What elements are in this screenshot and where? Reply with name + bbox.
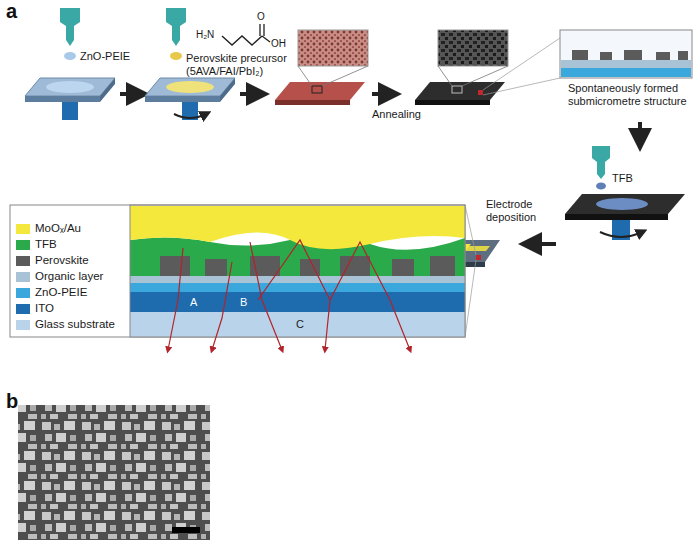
chem-atom: H₂N — [196, 29, 214, 41]
legend-swatch — [16, 320, 30, 330]
chem-atom: OH — [271, 38, 286, 50]
ray-letter: A — [190, 296, 197, 309]
ray-letter: B — [240, 296, 247, 309]
legend-text: ITO — [35, 302, 54, 315]
legend-swatch — [16, 240, 30, 250]
ray-letter: C — [296, 318, 304, 331]
legend-text: MoOₓ/Au — [35, 222, 81, 235]
legend-swatch — [16, 304, 30, 314]
material-label: TFB — [612, 172, 633, 185]
material-label: ZnO-PEIE — [80, 50, 130, 63]
inset-caption: Spontaneously formed submicrometre struc… — [568, 82, 698, 107]
panel-letter: a — [6, 0, 17, 23]
legend-text: TFB — [35, 238, 57, 251]
step-label: Annealing — [372, 108, 421, 121]
legend-text: Perovskite — [35, 254, 89, 267]
legend-text: Organic layer — [35, 270, 103, 283]
legend-swatch — [16, 272, 30, 282]
step-label: Electrode deposition — [486, 198, 558, 223]
legend-text: Glass substrate — [35, 318, 115, 331]
chem-atom: O — [257, 11, 265, 23]
legend-swatch — [16, 288, 30, 298]
legend-swatch — [16, 256, 30, 266]
panel-letter: b — [6, 390, 18, 413]
legend-text: ZnO-PEIE — [35, 286, 87, 299]
legend-swatch — [16, 224, 30, 234]
material-label: Perovskite precursor (5AVA/FAI/PbI₂) — [186, 52, 316, 77]
